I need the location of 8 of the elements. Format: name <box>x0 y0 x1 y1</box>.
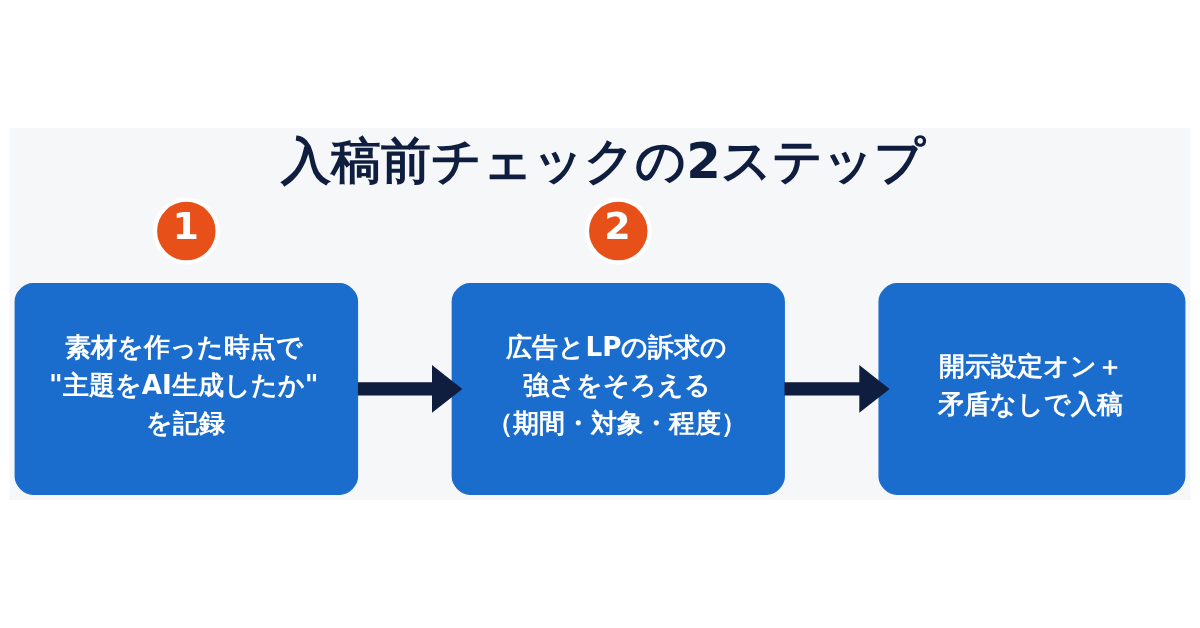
node-circle: 1 <box>152 197 220 265</box>
node-circle: 2 <box>584 197 652 265</box>
node-box: 広告とLPの訴求の強さをそろえる（期間・対象・程度） <box>451 282 785 495</box>
node-box: 開示設定オン＋矛盾なしで入稿 <box>878 282 1186 495</box>
diagram-title: 入稿前チェックの2ステップ <box>281 131 925 190</box>
node-box: 素材を作った時点で"主題をAI生成したか"を記録 <box>14 282 359 495</box>
arrow <box>784 365 890 413</box>
arrow <box>357 365 463 413</box>
